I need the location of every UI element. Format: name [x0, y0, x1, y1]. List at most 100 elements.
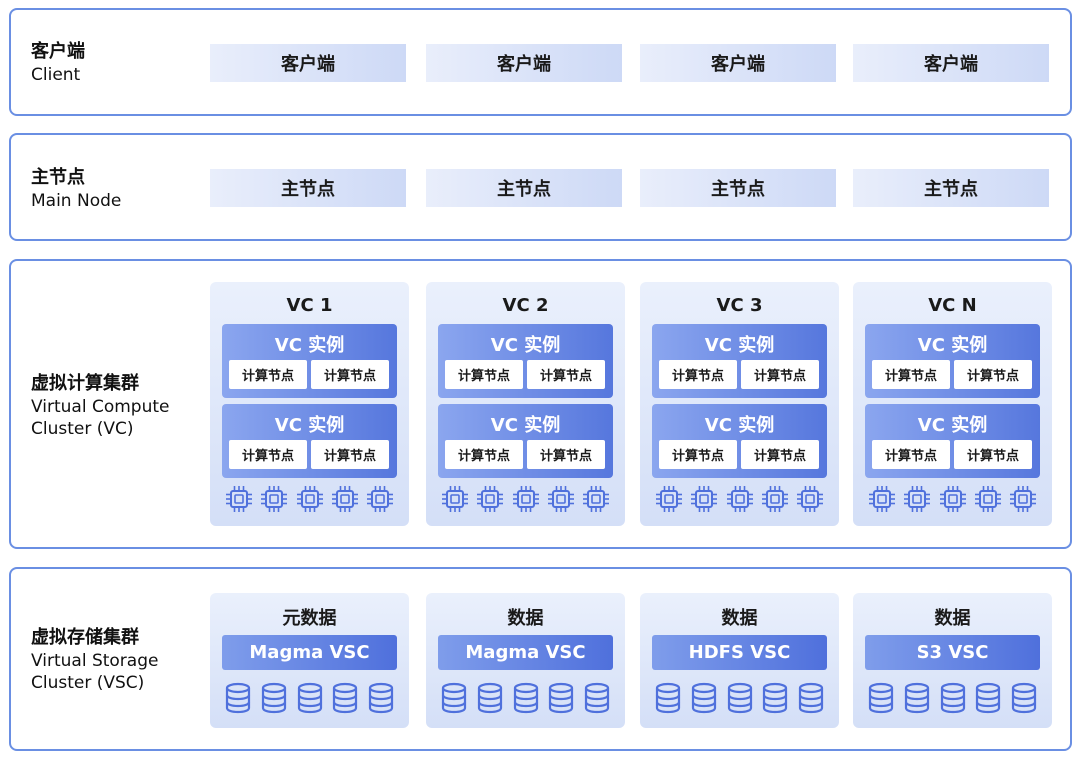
client-box: 客户端	[853, 44, 1049, 82]
database-icon	[904, 682, 929, 714]
vsc-label: Magma VSC	[222, 635, 397, 670]
cpu-chip-icon	[761, 486, 788, 512]
vc-layer-title: 虚拟计算集群 Virtual Compute Cluster (VC)	[31, 372, 169, 440]
vsc-cluster-title: 数据	[721, 608, 758, 629]
cpu-chip-icon	[331, 486, 358, 512]
vc-cluster-title: VC 1	[286, 295, 333, 316]
cpu-chip-icon	[583, 486, 609, 512]
database-icon	[261, 682, 286, 714]
database-icon	[763, 682, 788, 714]
cpu-chip-icon	[869, 486, 895, 512]
database-icon-row	[438, 682, 613, 714]
vsc-cluster-title: 数据	[934, 608, 971, 629]
database-icon-row	[865, 682, 1040, 714]
vc-layer: 虚拟计算集群 Virtual Compute Cluster (VC) VC 1…	[9, 259, 1072, 549]
vc-instance-title: VC 实例	[917, 335, 988, 356]
cpu-chip-icon	[512, 486, 539, 512]
client-layer: 客户端 Client 客户端 客户端 客户端 客户端	[9, 8, 1072, 116]
vc-instance: VC 实例计算节点计算节点	[438, 324, 613, 398]
cpu-chip-icon	[726, 486, 753, 512]
cpu-chip-icon	[477, 486, 504, 512]
compute-node: 计算节点	[741, 360, 819, 389]
vc-instance: VC 实例计算节点计算节点	[865, 324, 1040, 398]
compute-node: 计算节点	[872, 440, 950, 469]
database-icon	[477, 682, 502, 714]
database-icon	[297, 682, 322, 714]
compute-node: 计算节点	[659, 360, 737, 389]
main-node-layer: 主节点 Main Node 主节点 主节点 主节点 主节点	[9, 133, 1072, 241]
vc-cluster-title: VC 2	[502, 295, 549, 316]
database-icon	[655, 682, 681, 714]
database-icon	[727, 682, 752, 714]
cpu-chip-icon	[1010, 486, 1036, 512]
compute-node: 计算节点	[527, 360, 605, 389]
database-icon	[441, 682, 467, 714]
client-layer-title: 客户端 Client	[31, 40, 85, 86]
vc-title-en-2: Cluster (VC)	[31, 419, 134, 439]
vc-cluster-title: VC N	[928, 295, 977, 316]
vsc-cluster: 数据 S3 VSC	[853, 593, 1052, 728]
vsc-title-zh: 虚拟存储集群	[31, 627, 139, 648]
compute-node: 计算节点	[872, 360, 950, 389]
cpu-chip-icon	[939, 486, 966, 512]
client-title-zh: 客户端	[31, 41, 85, 62]
vc-instance: VC 实例计算节点计算节点	[652, 404, 827, 478]
vsc-label: HDFS VSC	[652, 635, 827, 670]
database-icon	[1011, 682, 1037, 714]
cpu-chip-icon	[904, 486, 931, 512]
client-title-en: Client	[31, 65, 81, 85]
database-icon	[691, 682, 716, 714]
vsc-cluster: 元数据 Magma VSC	[210, 593, 409, 728]
vc-instance-title: VC 实例	[704, 415, 775, 436]
database-icon	[225, 682, 251, 714]
compute-node: 计算节点	[659, 440, 737, 469]
vsc-cluster-title: 数据	[507, 608, 544, 629]
cpu-icon-row	[222, 484, 397, 514]
compute-node: 计算节点	[741, 440, 819, 469]
client-box: 客户端	[426, 44, 622, 82]
main-node-layer-title: 主节点 Main Node	[31, 166, 121, 212]
vc-title-en-1: Virtual Compute	[31, 397, 170, 417]
vc-instance: VC 实例计算节点计算节点	[222, 404, 397, 478]
database-icon	[368, 682, 394, 714]
main-node-title-en: Main Node	[31, 191, 122, 211]
vc-instance-title: VC 实例	[917, 415, 988, 436]
cpu-chip-icon	[442, 486, 468, 512]
vc-instance-title: VC 实例	[704, 335, 775, 356]
vc-instance: VC 实例计算节点计算节点	[865, 404, 1040, 478]
vsc-cluster-title: 元数据	[282, 608, 337, 629]
vc-instance-title: VC 实例	[274, 415, 345, 436]
compute-node: 计算节点	[229, 360, 307, 389]
vsc-layer-title: 虚拟存储集群 Virtual Storage Cluster (VSC)	[31, 626, 158, 694]
cpu-chip-icon	[656, 486, 682, 512]
database-icon	[976, 682, 1001, 714]
compute-node: 计算节点	[311, 360, 389, 389]
cpu-chip-icon	[226, 486, 252, 512]
compute-node: 计算节点	[311, 440, 389, 469]
vsc-label: S3 VSC	[865, 635, 1040, 670]
vc-instance-title: VC 实例	[490, 335, 561, 356]
compute-node: 计算节点	[445, 440, 523, 469]
vc-instance-title: VC 实例	[274, 335, 345, 356]
database-icon	[584, 682, 610, 714]
cpu-icon-row	[438, 484, 613, 514]
cpu-chip-icon	[691, 486, 718, 512]
cpu-icon-row	[652, 484, 827, 514]
database-icon-row	[652, 682, 827, 714]
client-box: 客户端	[210, 44, 406, 82]
vc-title-zh: 虚拟计算集群	[31, 373, 139, 394]
cpu-icon-row	[865, 484, 1040, 514]
database-icon	[549, 682, 574, 714]
vsc-cluster: 数据 HDFS VSC	[640, 593, 839, 728]
database-icon	[868, 682, 894, 714]
database-icon-row	[222, 682, 397, 714]
cpu-chip-icon	[296, 486, 323, 512]
cpu-chip-icon	[797, 486, 823, 512]
cpu-chip-icon	[261, 486, 288, 512]
main-node-title-zh: 主节点	[31, 167, 85, 188]
compute-node: 计算节点	[445, 360, 523, 389]
